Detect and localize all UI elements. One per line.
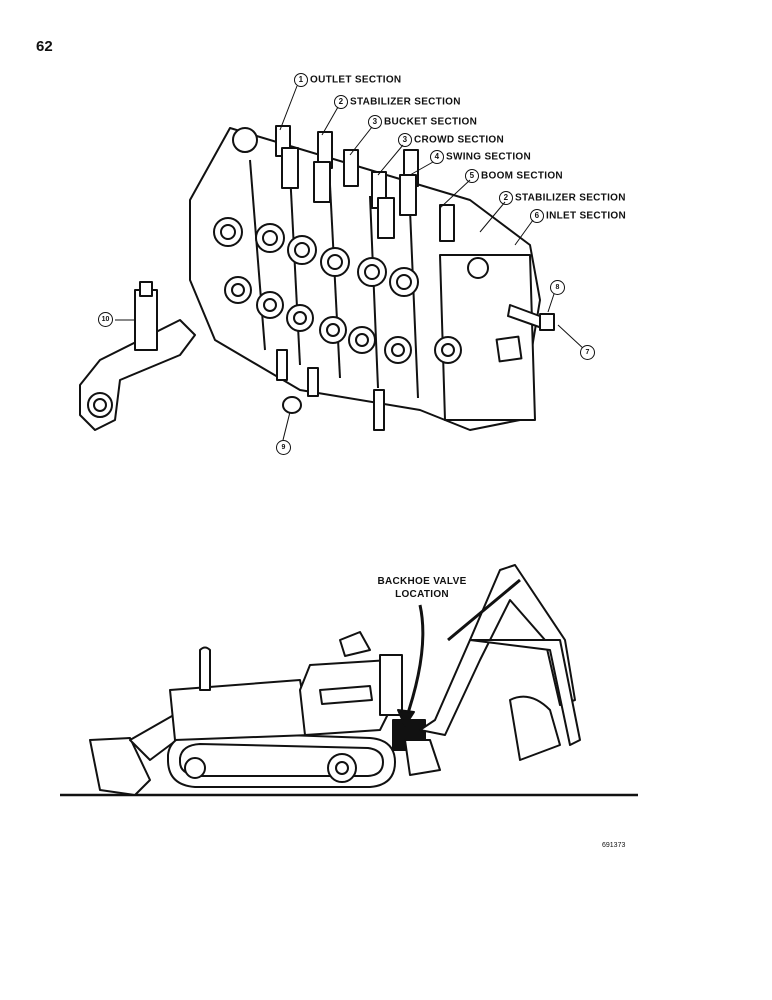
part-number-8: 8 (550, 280, 565, 295)
part-number-9: 9 (276, 440, 291, 455)
backhoe-valve-location-label: BACKHOE VALVE LOCATION (362, 575, 482, 601)
figure-id: 691373 (602, 842, 626, 849)
part-number-7: 7 (580, 345, 595, 360)
location-label-line2: LOCATION (395, 589, 449, 600)
part-number-10: 10 (98, 312, 113, 327)
page-number: 62 (36, 38, 53, 55)
location-label-line1: BACKHOE VALVE (377, 576, 467, 587)
